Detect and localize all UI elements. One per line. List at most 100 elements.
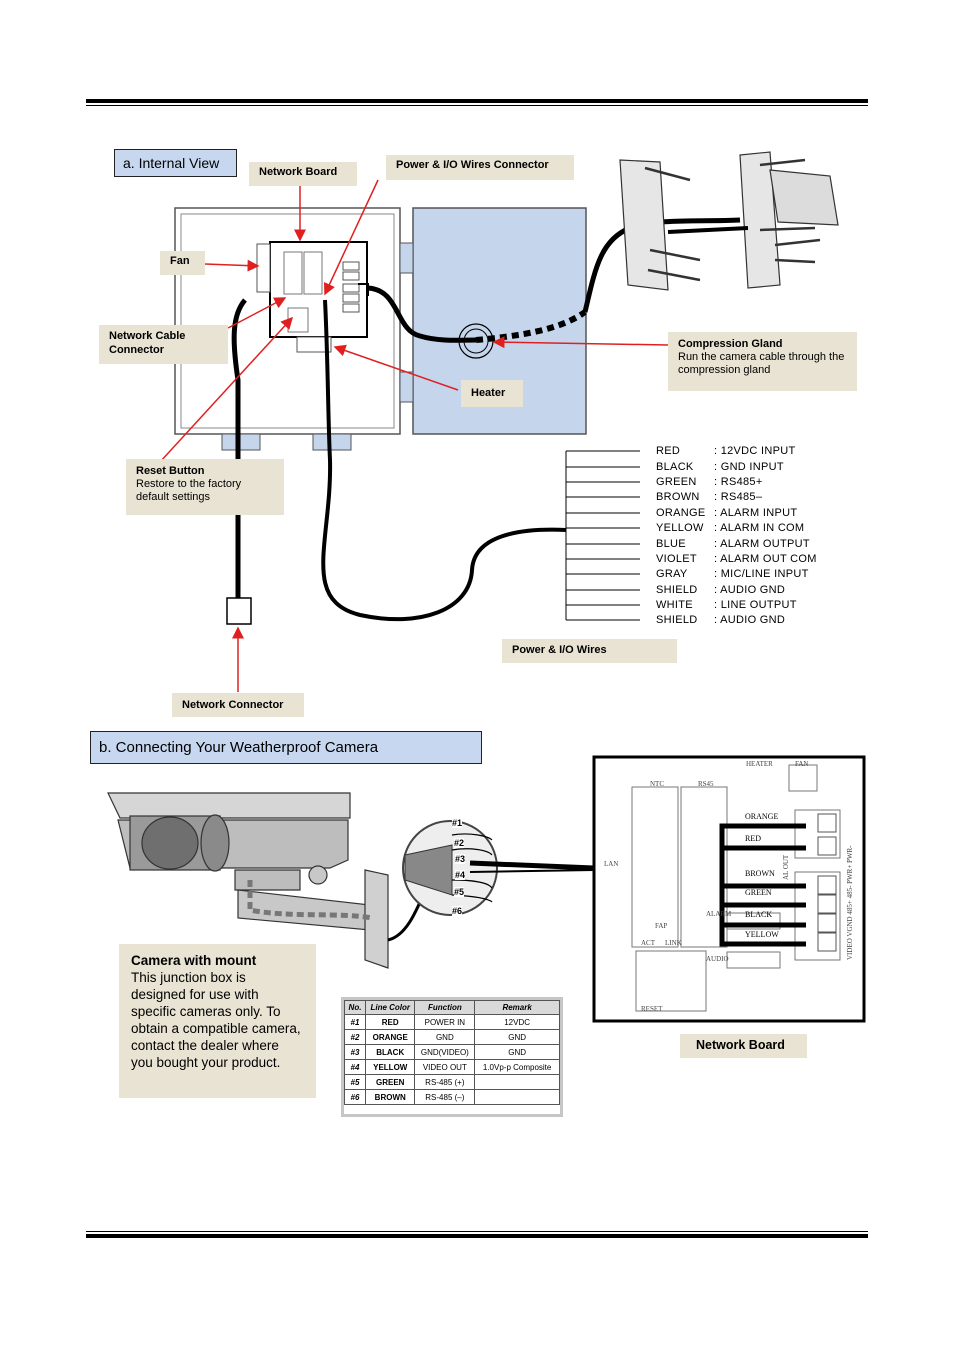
wire-row: ORANGE : ALARM INPUT xyxy=(656,507,797,519)
table-cell: ORANGE xyxy=(364,1029,416,1045)
table-cell: 12VDC xyxy=(474,1014,560,1030)
board-audio-label: AUDIO xyxy=(706,955,729,963)
wire-function: : ALARM IN COM xyxy=(714,522,805,534)
wire-color: VIOLET xyxy=(656,553,697,565)
pin-label: #1 xyxy=(452,818,463,828)
board-side-left-label: AL OUT xyxy=(782,854,790,880)
board-reset-label: RESET xyxy=(641,1005,663,1013)
wire-row: GREEN: RS485+ xyxy=(656,476,763,488)
compression-gland-desc: Run the camera cable through the compres… xyxy=(678,351,845,376)
mount-bracket-drawing xyxy=(619,151,839,291)
wire-function: : ALARM OUT COM xyxy=(714,553,817,565)
table-cell: GND xyxy=(474,1029,560,1045)
table-cell: GND xyxy=(474,1044,560,1060)
wire-row: BLUE : ALARM OUTPUT xyxy=(656,538,810,550)
board-act-label: ACT xyxy=(641,939,655,947)
wire-function: : GND INPUT xyxy=(714,461,784,473)
wire-function: : LINE OUTPUT xyxy=(714,599,797,611)
board-link-label: LINK xyxy=(665,939,682,947)
wire-color: ORANGE xyxy=(656,507,706,519)
board-side-right-label: VIDEO VGND 485+ 485- PWR+ PWR- xyxy=(846,845,854,960)
wire-row: BLACK : GND INPUT xyxy=(656,461,784,473)
wire-function: : ALARM INPUT xyxy=(714,507,798,519)
table-cell xyxy=(474,1074,560,1090)
mount-text: This junction box is designed for use wi… xyxy=(131,970,301,1070)
terminal-label: RED xyxy=(745,834,761,843)
wire-color: BLUE xyxy=(656,538,686,550)
wire-color: GRAY xyxy=(656,568,688,580)
terminal-label: ORANGE xyxy=(745,812,779,821)
table-cell: BLACK xyxy=(364,1044,416,1060)
table-cell: POWER IN xyxy=(414,1014,476,1030)
pin-label: #3 xyxy=(455,854,466,864)
pin-label: #5 xyxy=(454,887,465,897)
callout-network-board: Network Board xyxy=(249,162,357,186)
wire-color: RED xyxy=(656,445,681,457)
wire-color: GREEN xyxy=(656,476,697,488)
callout-network-cable-connector: Network Cable Connector xyxy=(99,325,228,364)
callout-heater: Heater xyxy=(461,380,523,407)
table-cell: BROWN xyxy=(364,1089,416,1105)
wire-color: BLACK xyxy=(656,461,694,473)
pin-label: #6 xyxy=(452,906,463,916)
wire-function: : ALARM OUTPUT xyxy=(714,538,810,550)
callout-network-board-b: Network Board xyxy=(680,1034,807,1058)
table-cell: GND xyxy=(414,1029,476,1045)
terminal-label: YELLOW xyxy=(745,930,779,939)
section-b-title: b. Connecting Your Weatherproof Camera xyxy=(90,731,482,764)
wire-lines xyxy=(565,450,640,621)
terminal-label: BROWN xyxy=(745,869,775,878)
table-cell: #3 xyxy=(344,1044,366,1060)
reset-title: Reset Button xyxy=(136,465,205,477)
callout-network-connector: Network Connector xyxy=(172,693,304,717)
callout-fan: Fan xyxy=(160,251,205,275)
wire-function: : MIC/LINE INPUT xyxy=(714,568,809,580)
wire-function: : 12VDC INPUT xyxy=(714,445,796,457)
table-header: Remark xyxy=(474,1000,560,1015)
table-header: Function xyxy=(414,1000,476,1015)
table-cell: 1.0Vp-p Composite xyxy=(474,1059,560,1075)
wire-row: SHIELD: AUDIO GND xyxy=(656,614,785,626)
callout-compression-gland: Compression Gland Run the camera cable t… xyxy=(668,332,857,391)
table-cell: #2 xyxy=(344,1029,366,1045)
callout-power-io-connector: Power & I/O Wires Connector xyxy=(386,155,574,180)
wire-color: BROWN xyxy=(656,491,700,503)
table-cell xyxy=(474,1089,560,1105)
bottom-rule-thick xyxy=(86,1234,868,1238)
reset-desc: Restore to the factory default settings xyxy=(136,478,242,503)
compression-gland-title: Compression Gland xyxy=(678,338,783,350)
terminal-label: BLACK xyxy=(745,910,773,919)
board-heater-label: HEATER xyxy=(746,760,773,768)
camera-mount-note: Camera with mount This junction box is d… xyxy=(119,944,316,1098)
table-cell: #1 xyxy=(344,1014,366,1030)
wire-row: SHIELD: AUDIO GND xyxy=(656,584,785,596)
table-header-row: No. Line Color Function Remark xyxy=(344,1000,560,1015)
top-rule-thin xyxy=(86,105,868,106)
bottom-rule xyxy=(86,1231,868,1232)
wire-color: YELLOW xyxy=(656,522,704,534)
board-fan-label: FAN xyxy=(795,760,809,768)
table-cell: #4 xyxy=(344,1059,366,1075)
wire-color: SHIELD xyxy=(656,614,698,626)
table-cell: VIDEO OUT xyxy=(414,1059,476,1075)
table-cell: YELLOW xyxy=(364,1059,416,1075)
table-header: No. xyxy=(344,1000,366,1015)
wire-row: WHITE: LINE OUTPUT xyxy=(656,599,797,611)
table-cell: #5 xyxy=(344,1074,366,1090)
board-ntc-label: NTC xyxy=(650,780,664,788)
section-a-title: a. Internal View xyxy=(114,149,237,177)
board-fap-label: FAP xyxy=(655,922,668,930)
board-lan-label: LAN xyxy=(604,860,619,868)
wire-function: : RS485– xyxy=(714,491,763,503)
table-header: Line Color xyxy=(364,1000,416,1015)
table-cell: RS-485 (–) xyxy=(414,1089,476,1105)
board-rs485-label: RS45 xyxy=(698,780,714,788)
table-cell: GND(VIDEO) xyxy=(414,1044,476,1060)
